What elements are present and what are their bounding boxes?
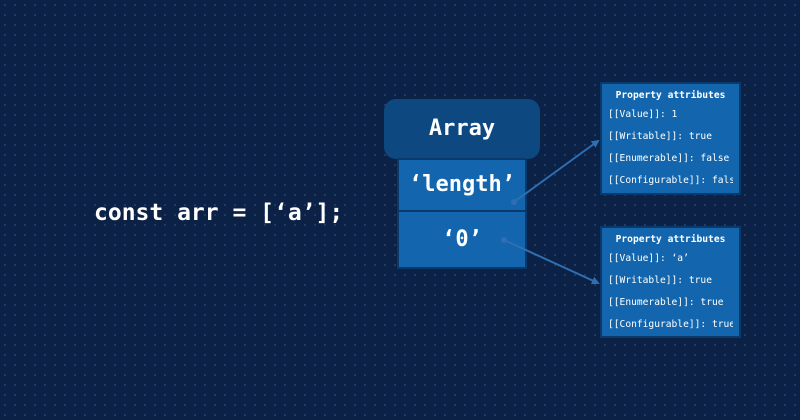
code-snippet: const arr = [‘a’]; [94, 200, 344, 226]
attribute-writable: [[Writable]]: true [608, 131, 712, 142]
attribute-value: [[Value]]: ‘a’ [608, 253, 689, 264]
attributes-title: Property attributes [615, 90, 726, 101]
attribute-configurable: [[Configurable]]: false [608, 175, 733, 186]
arrow-length-to-attributes [513, 139, 600, 203]
arrow-zero-to-attributes [503, 239, 600, 285]
attribute-enumerable: [[Enumerable]]: true [608, 297, 724, 308]
attribute-value: [[Value]]: 1 [608, 109, 678, 120]
property-attributes-zero: Property attributes [[Value]]: ‘a’ [[Wri… [600, 226, 741, 338]
attribute-writable: [[Writable]]: true [608, 275, 712, 286]
attribute-configurable: [[Configurable]]: true [608, 319, 733, 330]
array-header: Array [384, 99, 540, 159]
attributes-title: Property attributes [615, 234, 726, 245]
property-attributes-length: Property attributes [[Value]]: 1 [[Writa… [600, 82, 741, 195]
attribute-enumerable: [[Enumerable]]: false [608, 153, 730, 164]
